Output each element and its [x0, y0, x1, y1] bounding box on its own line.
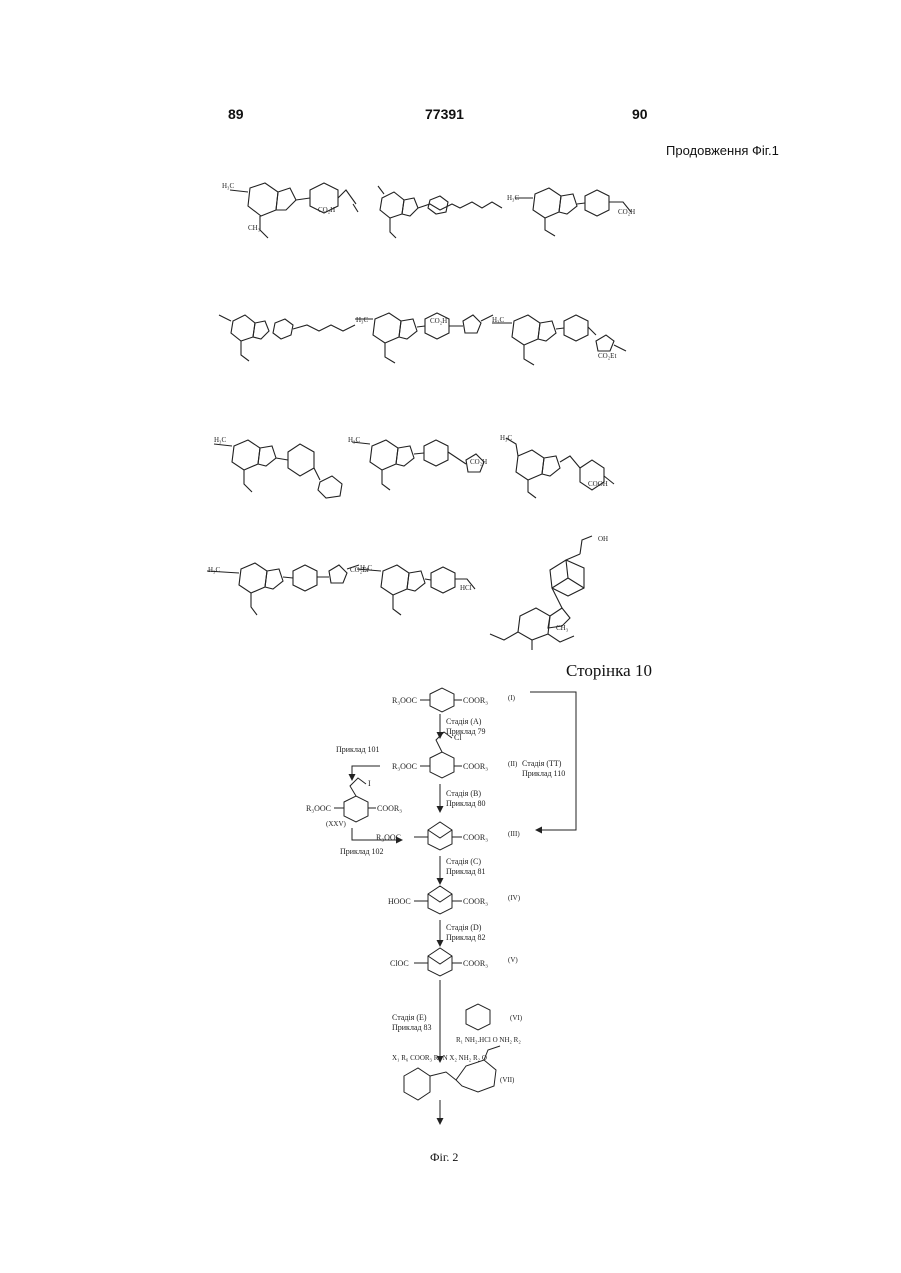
compound-V-left: ClOC: [390, 959, 409, 968]
compound-I-label: (I): [508, 694, 516, 702]
step-B-example: Приклад 80: [446, 799, 486, 808]
compound-VII-text: X₁ R₆ COOR₃ R₁ N X₂ NH₂ R₂ O: [392, 1054, 487, 1062]
svg-text:H₃C: H₃C: [208, 566, 220, 574]
structure-2: [378, 186, 502, 238]
step-C-stage: Стадія (C): [446, 857, 481, 866]
svg-text:CO₂H: CO₂H: [618, 208, 635, 216]
svg-text:CO₂H: CO₂H: [430, 317, 447, 325]
svg-text:CH₃: CH₃: [556, 624, 569, 632]
compound-XXV-right: COOR₃: [377, 804, 402, 813]
svg-text:H₃C: H₃C: [500, 434, 512, 442]
structure-4: [219, 315, 355, 361]
step-D-example: Приклад 82: [446, 933, 486, 942]
structure-grid: H₃C CO₂H CH₃ H₃C CO₂H CO₂H H₃C H₃C CO₂Et H₃C H…: [0, 0, 901, 660]
structure-3: [515, 188, 631, 236]
svg-text:CH₃: CH₃: [248, 224, 261, 232]
compound-IV-right: COOR₃: [463, 897, 488, 906]
svg-text:H₃C: H₃C: [214, 436, 226, 444]
structure-10: [207, 563, 359, 615]
compound-XXV-left: R₃OOC: [306, 804, 331, 813]
svg-text:H₃C: H₃C: [222, 182, 234, 190]
step-E-stage: Стадія (E): [392, 1013, 427, 1022]
step-C-example: Приклад 81: [446, 867, 486, 876]
compound-IV-label: (IV): [508, 894, 521, 902]
structure-11: [357, 565, 475, 615]
compound-XXV-sub: I: [368, 779, 371, 788]
compound-V-right: COOR₃: [463, 959, 488, 968]
side-example-102: Приклад 102: [340, 847, 384, 856]
compound-II-sub: Cl: [454, 733, 462, 742]
step-TT-stage: Стадія (TT): [522, 759, 562, 768]
compound-IV-left: HOOC: [388, 897, 411, 906]
svg-text:COOH: COOH: [588, 480, 608, 488]
compound-III-right: COOR₃: [463, 833, 488, 842]
svg-text:CO₂H: CO₂H: [470, 458, 487, 466]
compound-II-label: (II): [508, 760, 518, 768]
structure-12: [490, 536, 592, 650]
svg-text:H₃C: H₃C: [492, 316, 504, 324]
page-label: Сторінка 10: [566, 661, 652, 681]
compound-VI-label: (VI): [510, 1014, 523, 1022]
step-TT-example: Приклад 110: [522, 769, 565, 778]
svg-text:H₃C: H₃C: [360, 564, 372, 572]
step-B-stage: Стадія (B): [446, 789, 481, 798]
step-A-example: Приклад 79: [446, 727, 486, 736]
compound-II-left: R₃OOC: [392, 762, 417, 771]
structure-9: [506, 438, 614, 498]
compound-III-label: (III): [508, 830, 520, 838]
side-example-101: Приклад 101: [336, 745, 380, 754]
compound-VII-label: (VII): [500, 1076, 515, 1084]
step-E-example: Приклад 83: [392, 1023, 432, 1032]
svg-text:H₃C: H₃C: [356, 316, 368, 324]
compound-V-label: (V): [508, 956, 518, 964]
compound-I-left: R₃OOC: [392, 696, 417, 705]
structure-7: [214, 440, 342, 498]
reaction-scheme: R₃OOC COOR₃ (I) Стадія (A) Приклад 79 Ст…: [0, 680, 901, 1150]
compound-III-left: R₃OOC: [376, 833, 401, 842]
compound-II-right: COOR₃: [463, 762, 488, 771]
svg-text:H₃C: H₃C: [348, 436, 360, 444]
svg-text:HCl: HCl: [460, 584, 472, 592]
svg-text:CO₂Et: CO₂Et: [598, 352, 616, 360]
figure-caption: Фіг. 2: [430, 1150, 458, 1165]
step-D-stage: Стадія (D): [446, 923, 482, 932]
structure-5: [355, 313, 493, 363]
compound-VI-text: R₁ NH₂.HCl O NH₂ R₂: [456, 1036, 521, 1044]
structure-8: [352, 440, 484, 490]
svg-text:OH: OH: [598, 535, 608, 543]
step-A-stage: Стадія (A): [446, 717, 482, 726]
svg-text:CO₂H: CO₂H: [318, 206, 335, 214]
svg-text:H₃C: H₃C: [507, 194, 519, 202]
compound-I-right: COOR₃: [463, 696, 488, 705]
compound-XXV-label: (XXV): [326, 820, 346, 828]
